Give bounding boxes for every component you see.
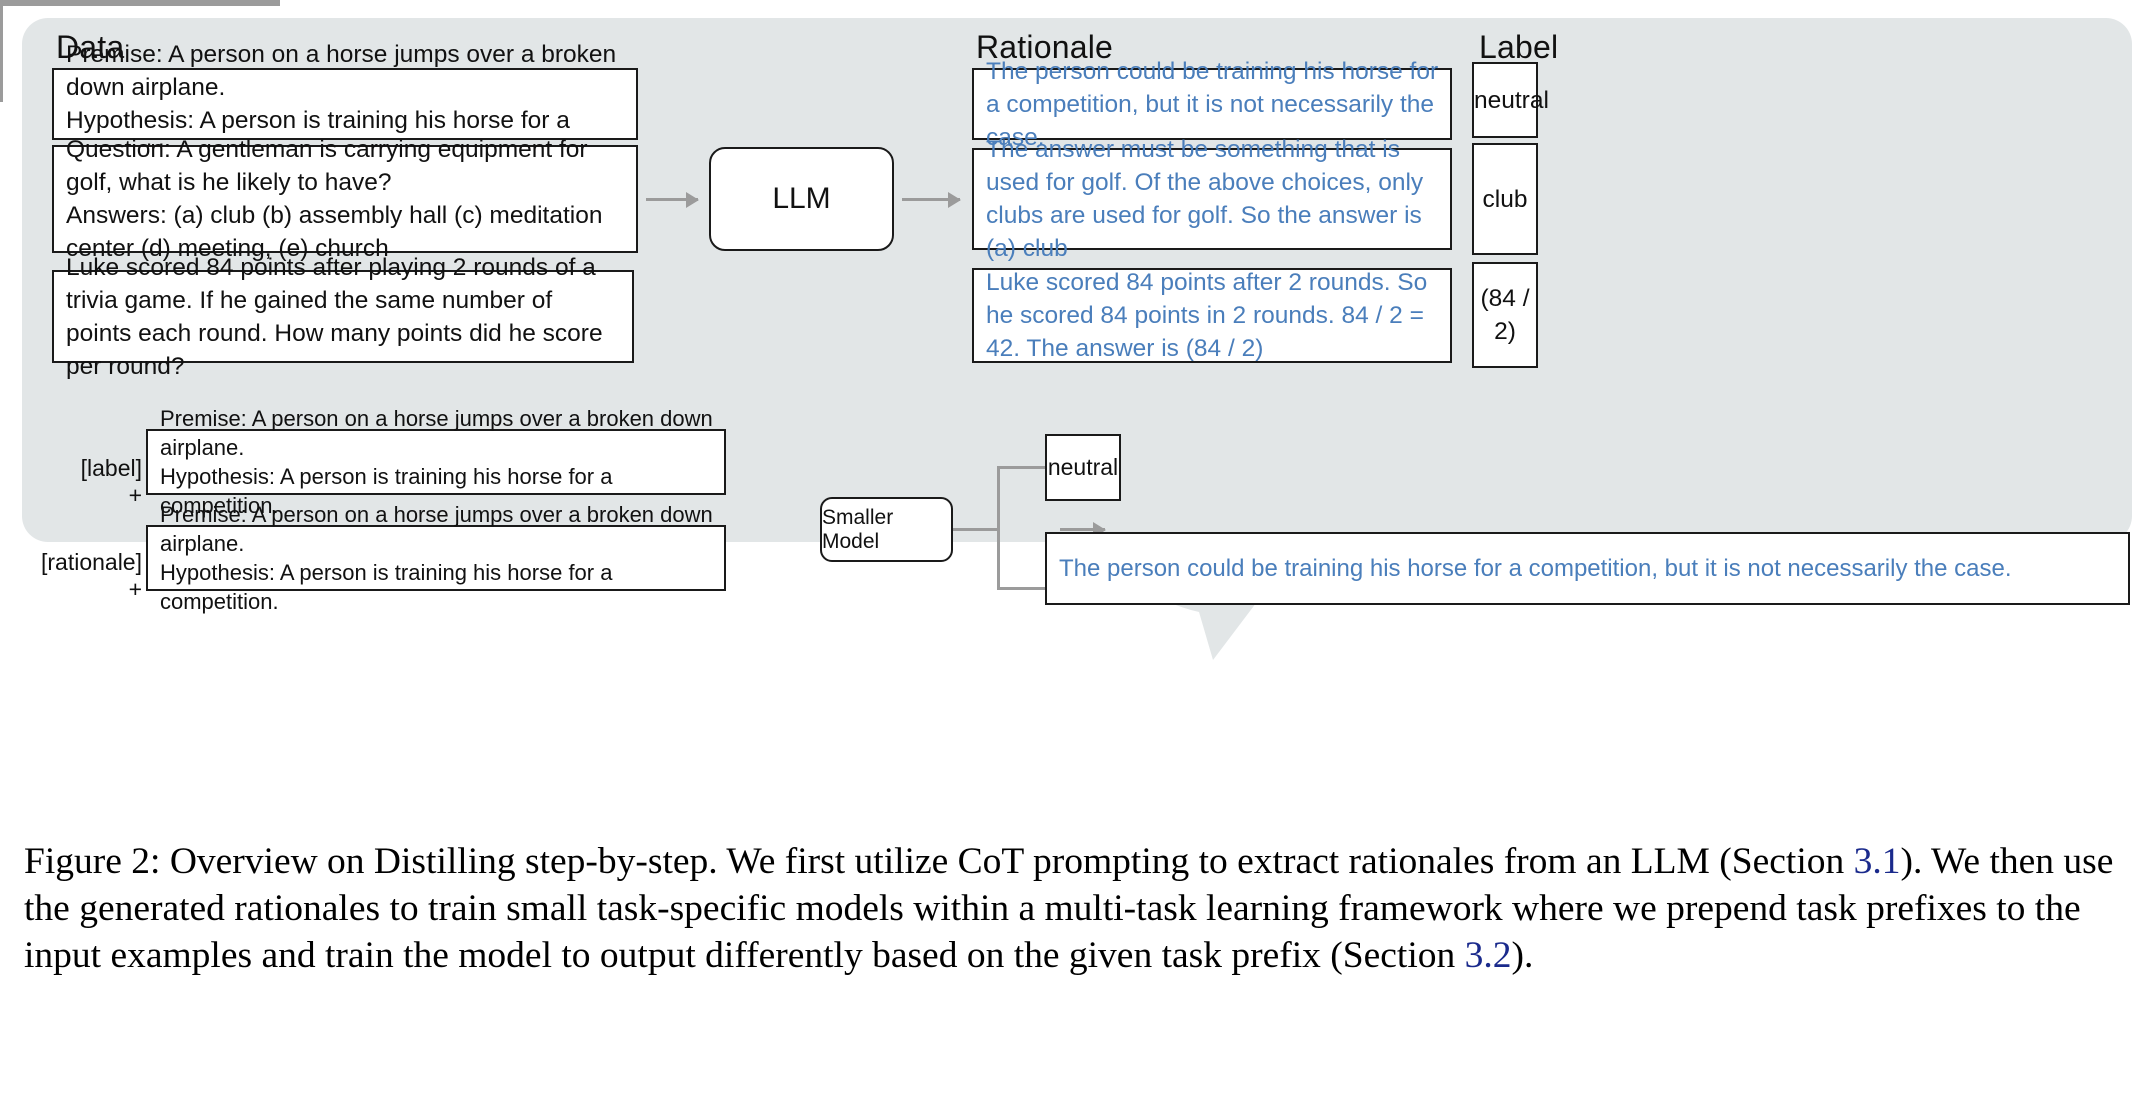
data-example-text: Question: A gentleman is carrying equipm… <box>66 136 603 262</box>
caption-part-2: ). We then use the generated rationales … <box>24 841 2114 976</box>
column-heading-data: Data <box>56 29 125 65</box>
data-example-text: Premise: A person on a horse jumps over … <box>66 41 617 167</box>
training-input-box: Premise: A person on a horse jumps over … <box>146 502 726 614</box>
rationale-text: The answer must be something that is use… <box>986 136 1424 262</box>
data-example-box: Luke scored 84 points after playing 2 ro… <box>52 254 634 380</box>
caption-part-3: ). <box>1511 935 1534 976</box>
smaller-model-label: Smaller Model <box>822 505 894 553</box>
rationale-box: The person could be training his horse f… <box>972 58 1452 151</box>
task-prefix-label: [rationale] + <box>40 549 142 602</box>
label-box: neutral <box>1472 62 1549 138</box>
arrow-llm-to-rationale <box>902 198 960 201</box>
label-box: (84 / 2) <box>1472 262 1538 368</box>
arrow-data-to-llm <box>646 198 698 201</box>
data-example-box: Premise: A person on a horse jumps over … <box>52 41 638 167</box>
llm-node-label: LLM <box>772 182 831 215</box>
task-prefix-label: [label] + <box>80 455 142 508</box>
output-label-text: neutral <box>1047 454 1119 480</box>
bracket-bottom-segment <box>0 3 280 6</box>
training-input-box: Premise: A person on a horse jumps over … <box>146 406 726 518</box>
arrow-model-to-label-output <box>997 466 1067 469</box>
label-text: (84 / 2) <box>1480 285 1530 345</box>
caption-part-1: Figure 2: Overview on Distilling step-by… <box>24 841 1854 882</box>
rationale-box: Luke scored 84 points after 2 rounds. So… <box>972 268 1452 363</box>
llm-node: LLM <box>709 147 894 251</box>
label-box: club <box>1472 143 1538 255</box>
training-input-text: Premise: A person on a horse jumps over … <box>160 406 713 518</box>
figure-caption: Figure 2: Overview on Distilling step-by… <box>24 838 2132 979</box>
rationale-text: The person could be training his horse f… <box>986 57 1439 151</box>
caption-section-ref-2[interactable]: 3.2 <box>1464 935 1512 976</box>
arrow-inputs-to-smaller-model <box>1060 528 1105 531</box>
rationale-box: The answer must be something that is use… <box>972 136 1452 262</box>
arrow-model-to-rationale-output <box>997 587 1067 590</box>
label-text: club <box>1482 185 1528 213</box>
data-example-box: Question: A gentleman is carrying equipm… <box>52 136 638 262</box>
output-label-box: neutral <box>1045 434 1121 501</box>
smaller-model-node: Smaller Model <box>820 497 953 562</box>
bracket-vertical-segment <box>0 6 3 102</box>
data-example-text: Luke scored 84 points after playing 2 ro… <box>66 253 603 380</box>
column-heading-rationale: Rationale <box>976 29 1114 65</box>
output-rationale-box: The person could be training his horse f… <box>1045 532 2130 605</box>
training-input-text: Premise: A person on a horse jumps over … <box>160 502 713 614</box>
fanout-vertical-segment <box>997 468 1000 590</box>
label-text: neutral <box>1474 86 1549 114</box>
column-heading-label: Label <box>1479 29 1559 65</box>
caption-section-ref-1[interactable]: 3.1 <box>1853 841 1901 882</box>
output-rationale-text: The person could be training his horse f… <box>1059 554 2012 582</box>
fanout-stem-segment <box>953 528 1000 531</box>
bracket-top-segment <box>0 0 280 3</box>
rationale-text: Luke scored 84 points after 2 rounds. So… <box>986 269 1428 362</box>
